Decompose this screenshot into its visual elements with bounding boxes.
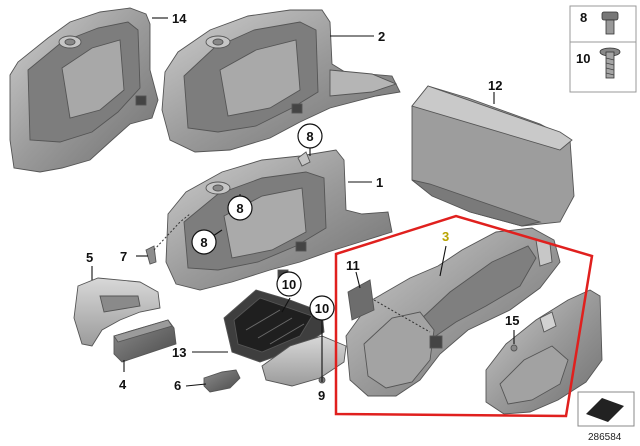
callout-1: 1	[376, 175, 383, 190]
clip-nut-icon	[601, 11, 619, 35]
part-15-trim-panel	[485, 289, 603, 415]
callout-14: 14	[172, 11, 187, 26]
part-12-cover	[411, 85, 575, 227]
callout-12: 12	[488, 78, 502, 93]
circled-callout-10-plate: 10	[309, 295, 335, 321]
highlight-frame	[334, 214, 594, 418]
callout-11: 11	[346, 258, 360, 273]
part-7-bracket	[145, 213, 191, 265]
svg-text:10: 10	[282, 277, 296, 292]
circled-callout-8-mid: 8	[227, 195, 253, 221]
part-4-strip	[113, 319, 177, 363]
callout-9: 9	[318, 388, 325, 403]
screw-icon	[599, 47, 621, 79]
callout-13: 13	[172, 345, 186, 360]
callout-3: 3	[442, 229, 449, 244]
part-2-trim-panel	[161, 9, 401, 153]
document-number-box: 286584	[577, 391, 635, 443]
legend-label-8: 8	[580, 10, 587, 25]
callout-4: 4	[119, 377, 127, 392]
document-number: 286584	[588, 432, 622, 443]
legend-label-10: 10	[576, 51, 590, 66]
callout-15: 15	[505, 313, 519, 328]
part-5-bracket	[73, 277, 161, 347]
circled-callout-8-left: 8	[191, 229, 217, 255]
callout-6: 6	[174, 378, 181, 393]
svg-text:8: 8	[200, 235, 207, 250]
callout-7: 7	[120, 249, 127, 264]
svg-text:8: 8	[306, 129, 313, 144]
svg-text:8: 8	[236, 201, 243, 216]
part-1-trim-panel	[165, 149, 393, 291]
part-6-clip	[203, 369, 241, 393]
callout-2: 2	[378, 29, 385, 44]
circled-callout-8-top: 8	[297, 123, 323, 149]
circled-callout-10-tray: 10	[276, 271, 302, 297]
part-11-cover-plate	[347, 279, 431, 333]
part-14-trim-panel	[9, 7, 159, 173]
svg-text:10: 10	[315, 301, 329, 316]
part-3-trim-panel	[345, 227, 561, 397]
fastener-legend: 8 10	[569, 5, 637, 93]
part-13-tray	[223, 289, 325, 363]
callout-5: 5	[86, 250, 93, 265]
arrow-icon	[586, 398, 624, 422]
